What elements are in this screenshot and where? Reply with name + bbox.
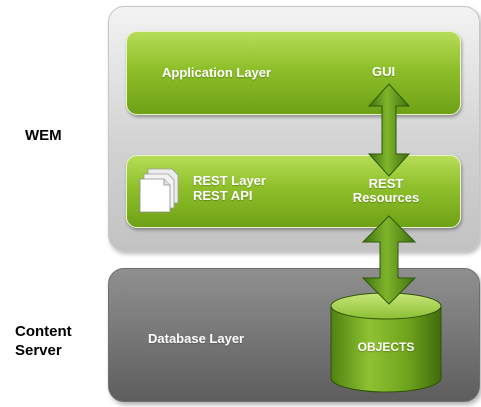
- application-layer-box: [126, 31, 461, 115]
- documents-icon: [139, 168, 179, 213]
- rest-layer-title: REST Layer REST API: [193, 173, 266, 203]
- content-server-label-line2: Server: [15, 342, 62, 359]
- bidirectional-arrow-icon: [367, 83, 411, 177]
- application-layer-title: Application Layer: [162, 65, 272, 80]
- database-layer-title: Database Layer: [148, 331, 245, 346]
- objects-label: OBJECTS: [357, 340, 415, 354]
- content-server-label: Content Server: [15, 322, 72, 360]
- rest-resources-label-line2: Resources: [352, 190, 420, 205]
- database-cylinder-icon: [330, 292, 442, 393]
- rest-resources-label-line1: REST: [368, 176, 404, 191]
- rest-layer-title-line2: REST API: [193, 188, 253, 203]
- rest-layer-title-line1: REST Layer: [193, 173, 266, 188]
- gui-label: GUI: [372, 64, 396, 79]
- rest-resources-label: REST Resources: [336, 177, 436, 205]
- rest-layer-box: [126, 155, 461, 228]
- content-server-label-line1: Content: [15, 323, 72, 340]
- bidirectional-arrow-icon: [361, 215, 417, 305]
- wem-label: WEM: [25, 127, 62, 144]
